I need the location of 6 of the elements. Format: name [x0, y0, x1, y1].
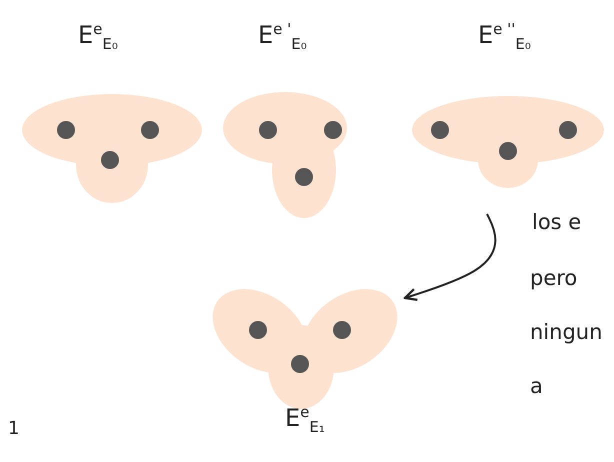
handwritten-note: los e: [532, 210, 582, 234]
handwritten-note: pero: [530, 266, 578, 290]
curved-arrow: [404, 214, 496, 301]
handwritten-note: ningun: [530, 320, 602, 344]
page-number: 1: [8, 418, 20, 439]
handwritten-note: a: [530, 374, 543, 398]
